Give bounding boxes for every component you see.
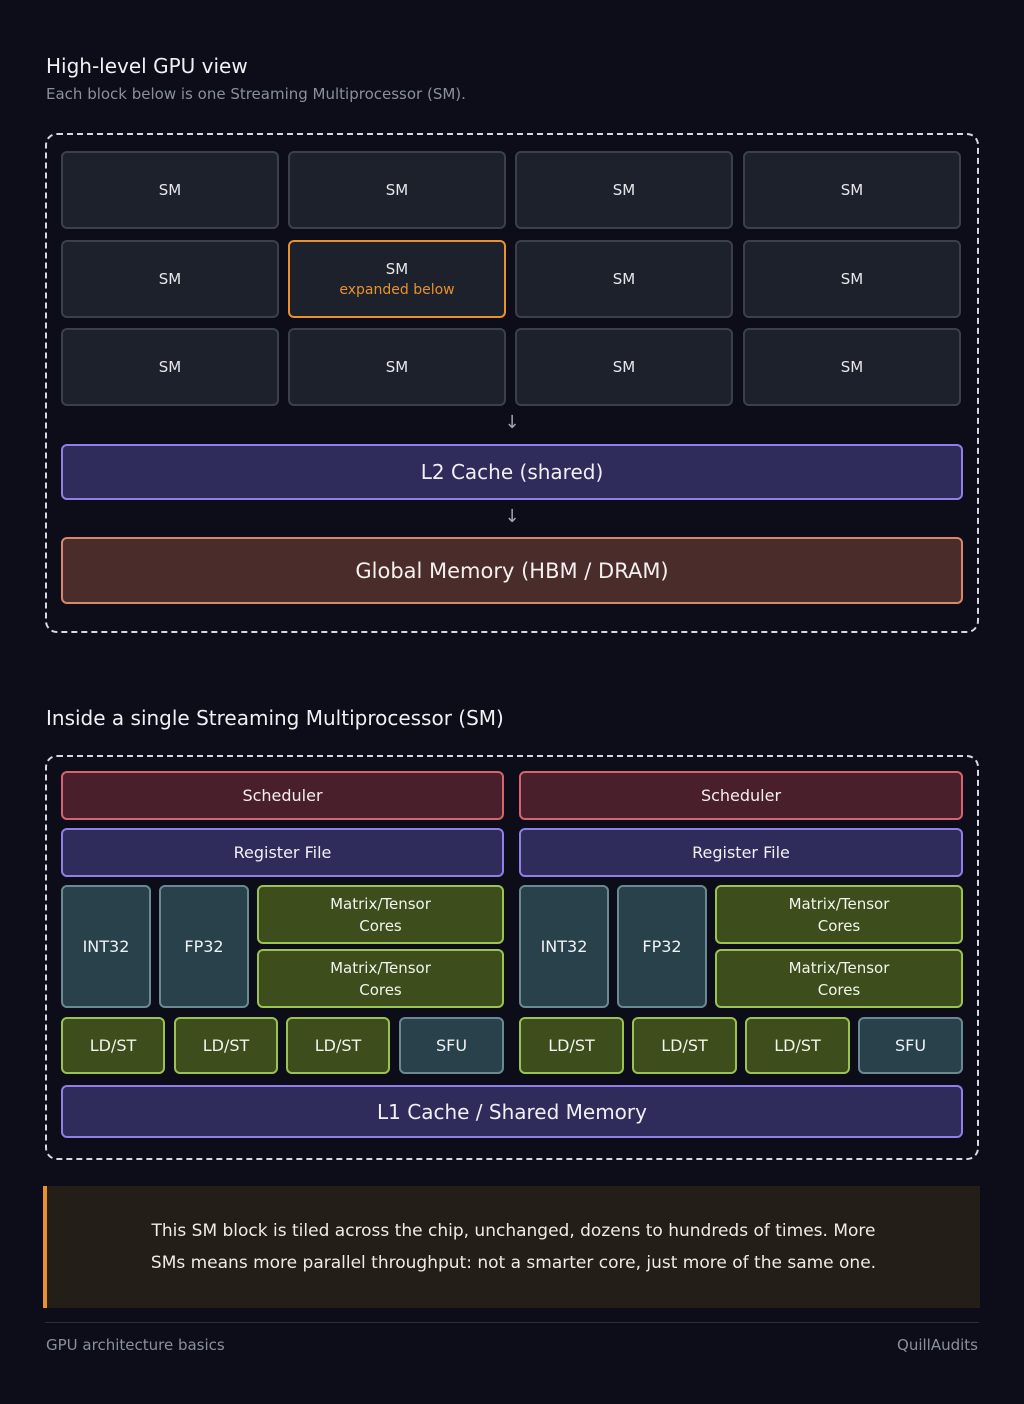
ldst-unit: LD/ST (519, 1017, 624, 1074)
int32-unit: INT32 (519, 885, 609, 1008)
note-line-1: This SM block is tiled across the chip, … (151, 1221, 876, 1241)
note-line-2: SMs means more parallel throughput: not … (150, 1253, 877, 1273)
gpu-container (45, 133, 979, 633)
fp32-unit: FP32 (617, 885, 707, 1008)
l1-cache-shared-memory: L1 Cache / Shared Memory (61, 1085, 963, 1138)
sfu-unit: SFU (399, 1017, 504, 1074)
callout-note: This SM block is tiled across the chip, … (43, 1186, 980, 1308)
sm-block: SM (743, 240, 961, 318)
l2-cache: L2 Cache (shared) (61, 444, 963, 500)
ldst-unit: LD/ST (174, 1017, 278, 1074)
sm-detail-container (45, 755, 979, 1160)
sfu-unit: SFU (858, 1017, 963, 1074)
sm-block: SM (288, 151, 506, 229)
ldst-unit: LD/ST (61, 1017, 165, 1074)
sm-block: SM (515, 240, 733, 318)
global-memory: Global Memory (HBM / DRAM) (61, 537, 963, 604)
scheduler: Scheduler (61, 771, 504, 820)
sm-block: SM (743, 328, 961, 406)
ldst-unit: LD/ST (286, 1017, 390, 1074)
sm-block: SM (61, 328, 279, 406)
sm-block: SM (515, 151, 733, 229)
sm-block: SM (61, 240, 279, 318)
fp32-unit: FP32 (159, 885, 249, 1008)
int32-unit: INT32 (61, 885, 151, 1008)
top-subtitle: Each block below is one Streaming Multip… (46, 85, 466, 103)
register-file: Register File (519, 828, 963, 877)
sm-block-highlighted: SM expanded below (288, 240, 506, 318)
sm-block: SM (288, 328, 506, 406)
top-title: High-level GPU view (46, 54, 248, 78)
footer-divider (45, 1322, 979, 1323)
sm-block: SM (61, 151, 279, 229)
expanded-below-note: expanded below (339, 282, 455, 298)
scheduler: Scheduler (519, 771, 963, 820)
arrow-down-icon: ↓ (504, 412, 520, 433)
ldst-unit: LD/ST (745, 1017, 850, 1074)
arrow-down-icon: ↓ (504, 506, 520, 527)
ldst-unit: LD/ST (632, 1017, 737, 1074)
sm-block: SM (515, 328, 733, 406)
register-file: Register File (61, 828, 504, 877)
sm-block: SM (743, 151, 961, 229)
sm-detail-title: Inside a single Streaming Multiprocessor… (46, 706, 504, 730)
footer-left: GPU architecture basics (46, 1336, 225, 1354)
footer-right: QuillAudits (897, 1336, 978, 1354)
